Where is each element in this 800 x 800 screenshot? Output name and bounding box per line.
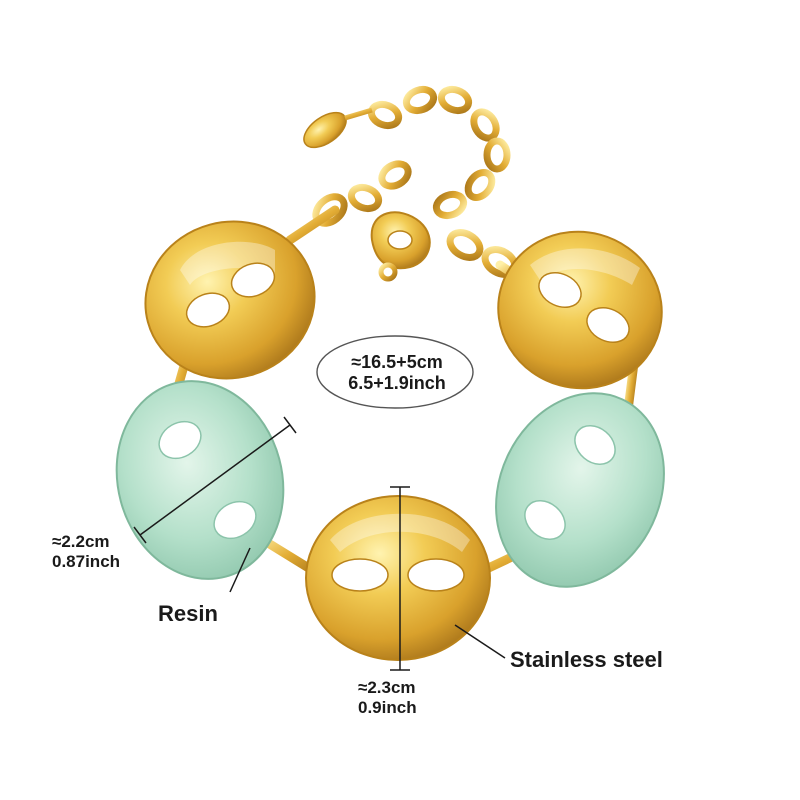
resin-material-label: Resin <box>158 601 218 626</box>
resin-width-inch: 0.87inch <box>52 551 121 571</box>
length-label: ≈16.5+5cm 6.5+1.9inch <box>327 352 467 393</box>
resin-link-left <box>115 380 285 580</box>
resin-pointer-line <box>229 547 251 593</box>
length-oval <box>316 335 474 409</box>
gold-link-center <box>305 495 491 661</box>
steel-pointer-line <box>454 624 506 659</box>
extender-chain <box>312 85 519 278</box>
steel-height-inch: 0.9inch <box>358 697 417 717</box>
resin-width-label: ≈2.2cm 0.87inch <box>52 532 120 571</box>
brand-tag <box>303 111 347 149</box>
steel-height-dimension <box>390 486 410 671</box>
steel-height-cm: ≈2.3cm <box>358 678 416 697</box>
gold-link-top-left <box>144 220 316 380</box>
gold-link-top-right <box>497 230 663 390</box>
resin-width-cm: ≈2.2cm <box>52 532 110 551</box>
lobster-clasp <box>370 211 431 282</box>
steel-material-label: Stainless steel <box>510 647 663 672</box>
length-inch: 6.5+1.9inch <box>348 372 446 393</box>
steel-height-label: ≈2.3cm 0.9inch <box>358 678 417 717</box>
length-cm: ≈16.5+5cm <box>351 352 443 372</box>
resin-width-dimension <box>133 416 297 544</box>
resin-link-right <box>495 392 665 588</box>
